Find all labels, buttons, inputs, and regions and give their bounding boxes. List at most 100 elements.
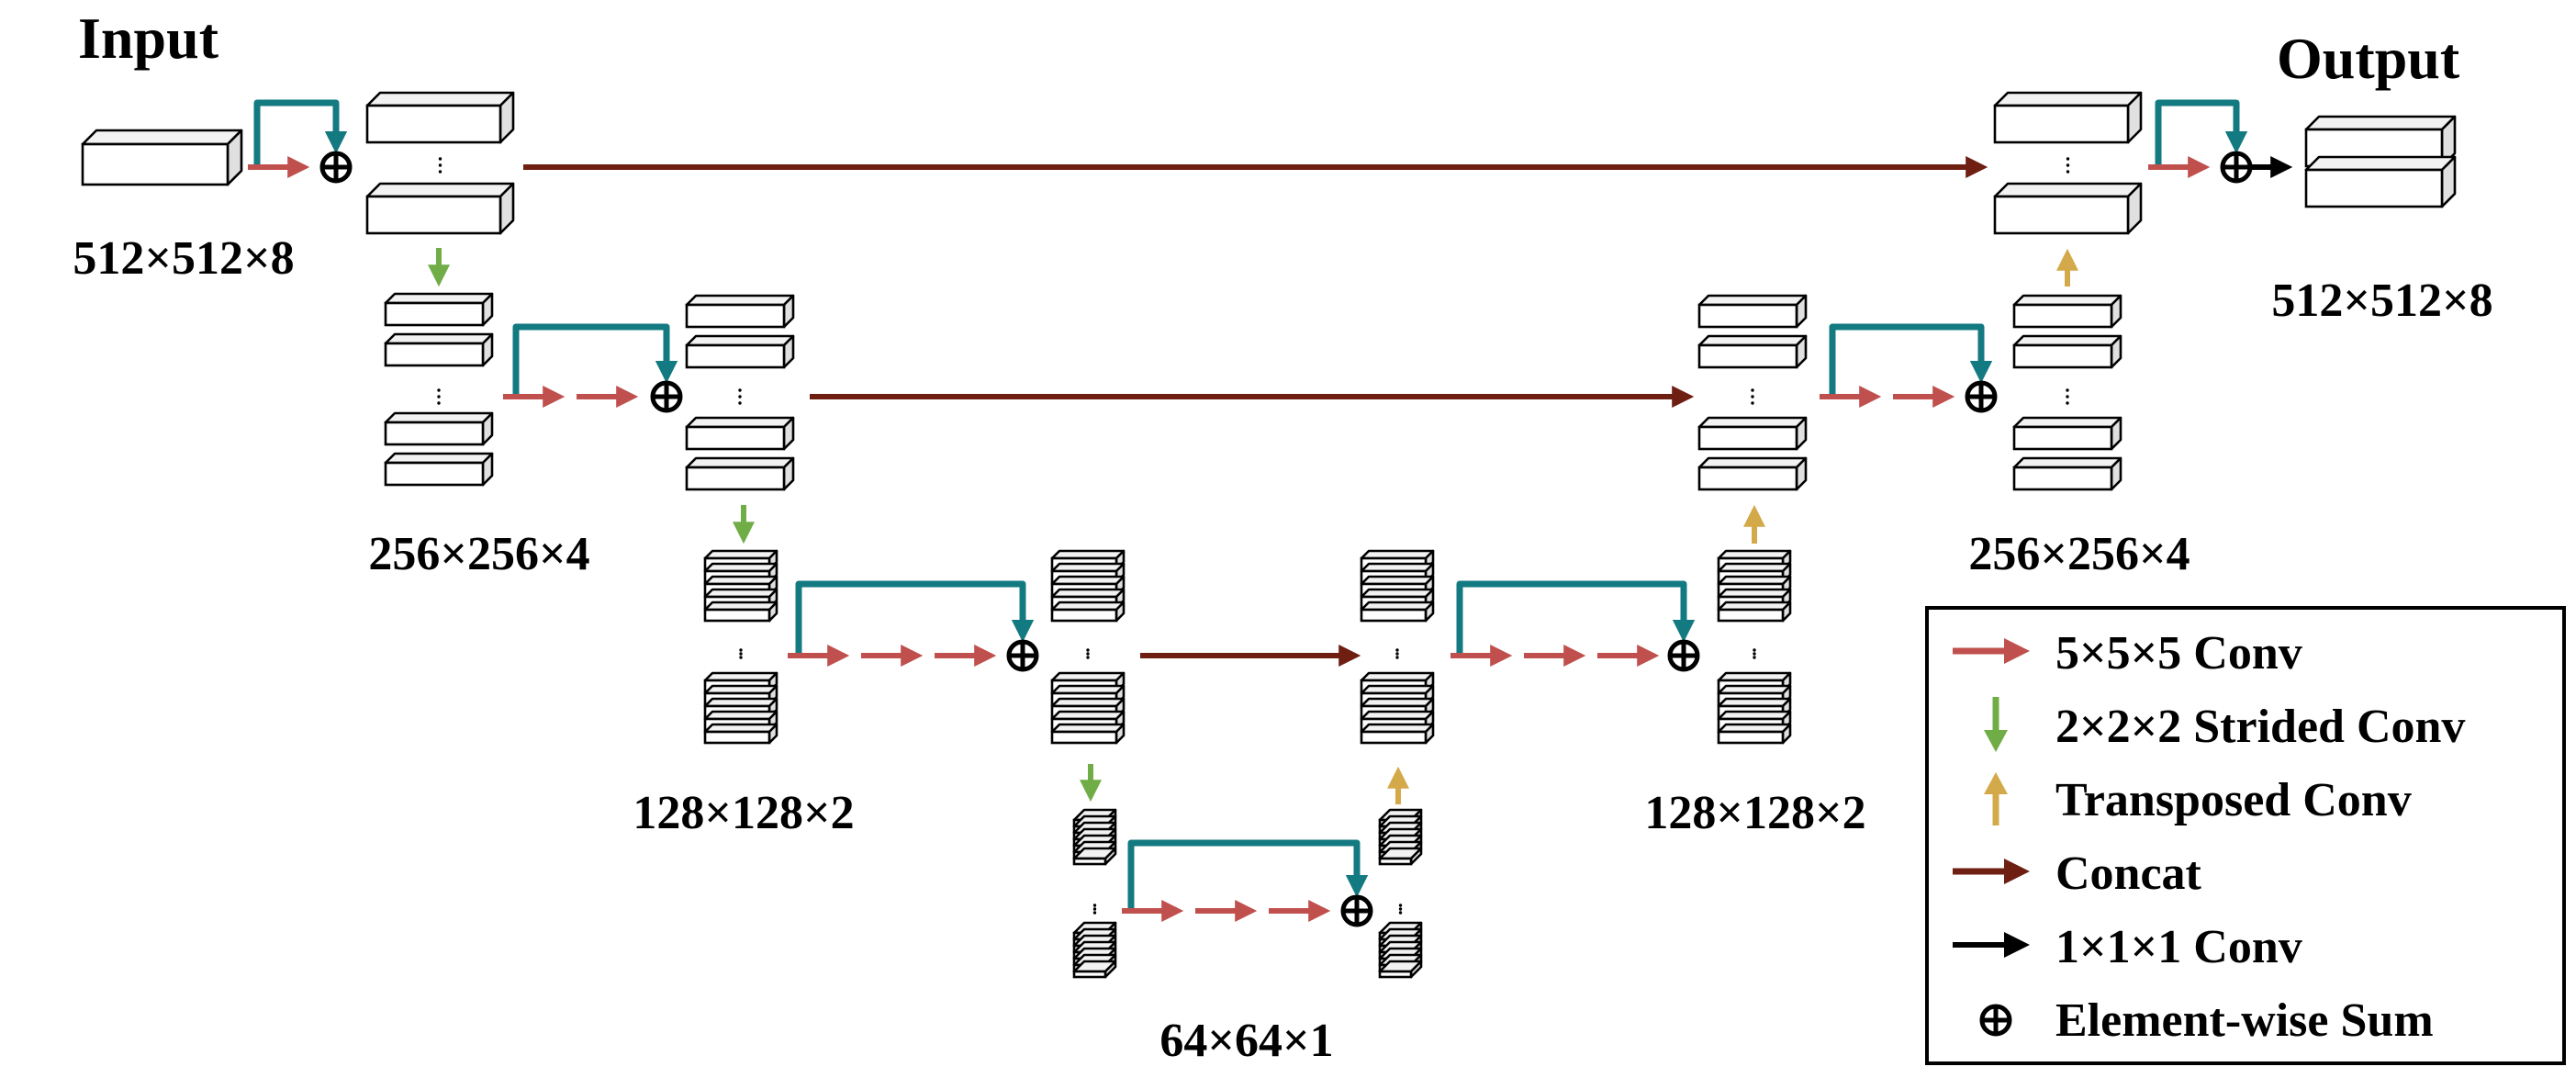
feature-slab xyxy=(1072,960,1117,979)
green-arrow-down-icon xyxy=(1984,697,2008,752)
feature-slab xyxy=(365,182,515,235)
ellipsis-dot xyxy=(739,656,743,659)
ellipsis-dot xyxy=(1753,656,1756,659)
feature-slab xyxy=(1378,847,1423,866)
dim-label-level3-out: 128×128×2 xyxy=(1644,787,1866,839)
legend-item-conv: 5×5×5 Conv xyxy=(1929,619,2562,683)
ellipsis-dot xyxy=(1753,648,1756,652)
gold-arrow-up-icon xyxy=(1984,772,2008,825)
feature-slab xyxy=(1360,723,1435,745)
ellipsis-dot xyxy=(438,157,442,161)
feature-slab xyxy=(685,294,795,329)
ellipsis-dot xyxy=(1092,904,1097,907)
red-arrow-right-icon xyxy=(1953,638,2030,664)
ellipsis-dot xyxy=(1751,401,1754,405)
legend-item-strided-conv: 2×2×2 Strided Conv xyxy=(1929,692,2562,757)
ellipsis-dot xyxy=(1086,656,1090,659)
ellipsis-dot xyxy=(2066,388,2069,392)
feature-slab xyxy=(2012,416,2122,451)
feature-slab xyxy=(2012,334,2122,369)
level2-decoder-input-stack xyxy=(1697,294,1808,491)
ellipsis-dot xyxy=(1395,648,1399,652)
level3-encoder-output-stack xyxy=(1050,549,1126,745)
ellipsis-dot xyxy=(1092,911,1097,915)
feature-slab xyxy=(685,334,795,369)
feature-slab xyxy=(384,452,494,487)
feature-slab xyxy=(1697,416,1808,451)
feature-map-stacks xyxy=(81,91,2457,979)
feature-slab xyxy=(1360,601,1435,623)
ellipsis-dot xyxy=(1395,656,1399,659)
feature-slab xyxy=(2012,456,2122,491)
dim-label-level2-in: 256×256×4 xyxy=(368,528,590,580)
bottom-decoder-stack xyxy=(1378,808,1423,979)
conv-arrows xyxy=(248,156,2293,922)
dim-label-bottom: 64×64×1 xyxy=(1159,1015,1334,1067)
feature-slab xyxy=(1697,294,1808,329)
feature-slab xyxy=(1717,601,1792,623)
feature-slab xyxy=(2304,155,2457,208)
feature-slab xyxy=(384,411,494,446)
ellipsis-dot xyxy=(739,652,743,656)
legend-label: 5×5×5 Conv xyxy=(2055,627,2302,679)
ellipsis-dot xyxy=(2066,395,2069,399)
feature-slab xyxy=(1378,960,1423,979)
level1-decoder-stack xyxy=(1993,91,2143,235)
ellipsis-dot xyxy=(2066,170,2070,174)
ellipsis-dot xyxy=(1751,395,1754,399)
skip-connection xyxy=(2155,99,2248,165)
legend-item-concat: Concat xyxy=(1929,839,2562,904)
ellipsis-dot xyxy=(1395,652,1399,656)
element-wise-sum xyxy=(1006,639,1039,672)
element-wise-sum xyxy=(1965,380,1998,413)
skip-connection xyxy=(795,580,1035,654)
dim-label-level1-in: 512×512×8 xyxy=(73,232,295,285)
ellipsis-dot xyxy=(437,388,441,392)
dim-label-level2-out: 256×256×4 xyxy=(1968,528,2190,580)
legend-label: Concat xyxy=(2055,848,2201,900)
legend-label: Transposed Conv xyxy=(2055,774,2412,826)
ellipsis-dot xyxy=(1398,904,1403,907)
skip-connection xyxy=(512,323,678,395)
feature-slab xyxy=(685,416,795,451)
ellipsis-dot xyxy=(1086,652,1090,656)
ellipsis-dot xyxy=(437,395,441,399)
ellipsis-dot xyxy=(438,163,442,167)
residual-skip-connections xyxy=(253,99,2248,909)
level3-encoder-input-stack xyxy=(703,549,778,745)
feature-slab xyxy=(1993,91,2143,144)
skip-connection xyxy=(1829,323,1993,395)
legend-item-element-wise-sum: Element-wise Sum xyxy=(1929,986,2562,1050)
feature-slab xyxy=(685,456,795,491)
legend-item-transposed-conv: Transposed Conv xyxy=(1929,766,2562,830)
feature-slab xyxy=(703,601,778,623)
element-wise-sum xyxy=(650,380,683,413)
ellipsis-dot xyxy=(738,388,742,392)
ellipsis-dot xyxy=(739,648,743,652)
input-title: Input xyxy=(78,6,218,71)
skip-connection xyxy=(1456,580,1696,654)
ellipsis-dot xyxy=(1086,648,1090,652)
ellipsis-dot xyxy=(438,170,442,174)
output-volume xyxy=(2304,115,2457,208)
feature-slab xyxy=(384,332,494,367)
ellipsis-dot xyxy=(1398,907,1403,911)
level3-decoder-input-stack xyxy=(1360,549,1435,745)
dim-label-level3-in: 128×128×2 xyxy=(633,787,855,839)
level2-encoder-input-stack xyxy=(384,292,494,487)
brown-arrow-right-icon xyxy=(1953,859,2030,884)
feature-slab xyxy=(1717,723,1792,745)
legend-label: Element-wise Sum xyxy=(2055,994,2434,1047)
level1-encoder-stack xyxy=(365,91,515,235)
legend: 5×5×5 Conv 2×2×2 Strided Conv Transposed… xyxy=(1925,606,2566,1065)
element-wise-sum xyxy=(1667,639,1700,672)
ellipsis-dot xyxy=(2066,163,2070,167)
skip-connection xyxy=(1127,839,1369,909)
input-volume xyxy=(81,129,243,186)
feature-slab xyxy=(2012,294,2122,329)
ellipsis-dot xyxy=(2066,157,2070,161)
feature-slab xyxy=(1050,723,1126,745)
ellipsis-dot xyxy=(1398,911,1403,915)
ellipsis-dot xyxy=(1092,907,1097,911)
